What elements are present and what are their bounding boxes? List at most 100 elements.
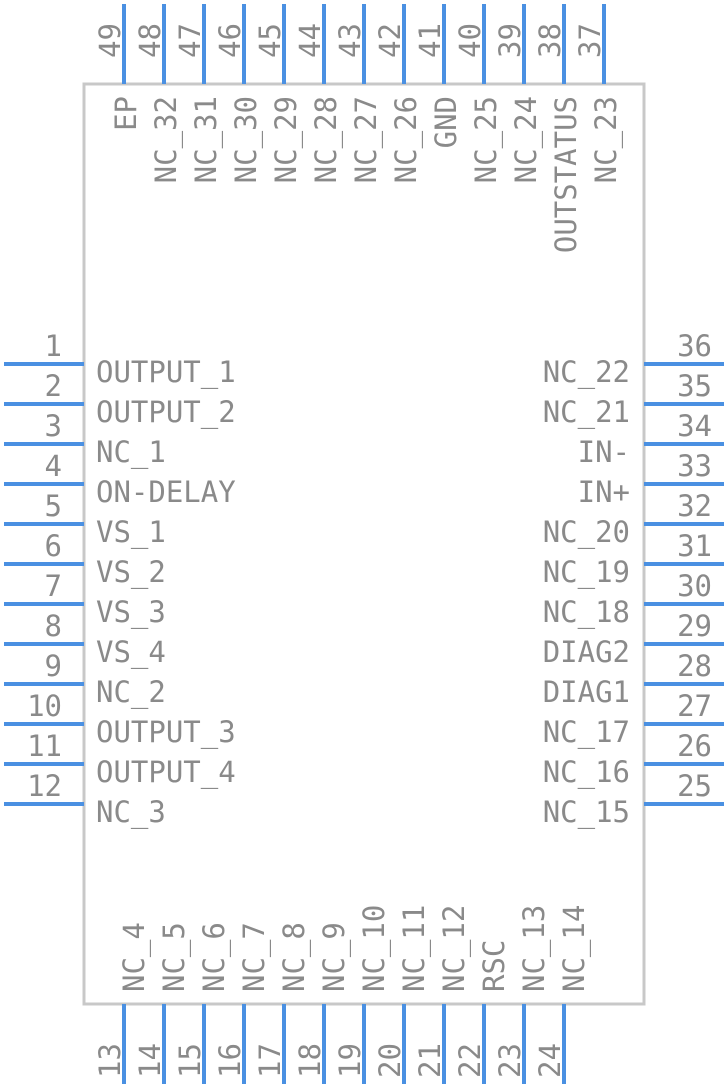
pin-number-14: 14 <box>133 1043 167 1078</box>
pin-number-31: 31 <box>677 529 712 563</box>
pin-number-49: 49 <box>93 23 127 58</box>
pin-number-21: 21 <box>413 1043 447 1078</box>
pin-label-26: NC_16 <box>543 755 630 790</box>
pin-number-43: 43 <box>333 23 367 58</box>
pin-label-28: DIAG1 <box>543 675 630 709</box>
pin-number-19: 19 <box>333 1043 367 1078</box>
pin-number-46: 46 <box>213 23 247 58</box>
pin-label-6: VS_2 <box>96 555 166 590</box>
pin-number-32: 32 <box>677 489 712 523</box>
pin-number-1: 1 <box>45 329 62 363</box>
pin-label-41: GND <box>429 96 463 148</box>
pin-label-20: NC_11 <box>397 905 432 992</box>
pin-number-17: 17 <box>253 1043 287 1078</box>
pin-number-18: 18 <box>293 1043 327 1078</box>
pin-number-9: 9 <box>45 649 62 683</box>
pin-label-22: RSC <box>477 940 511 992</box>
pin-label-44: NC_28 <box>309 96 344 183</box>
pin-label-46: NC_30 <box>229 96 264 183</box>
pin-number-34: 34 <box>677 409 712 443</box>
pin-label-5: VS_1 <box>96 515 166 550</box>
pin-label-42: NC_26 <box>389 96 424 183</box>
pin-label-9: NC_2 <box>96 675 166 710</box>
pin-label-43: NC_27 <box>349 96 384 183</box>
pin-label-35: NC_21 <box>543 395 630 430</box>
pin-label-4: ON-DELAY <box>96 475 236 509</box>
pin-number-41: 41 <box>413 23 447 58</box>
pin-label-30: NC_18 <box>543 595 630 630</box>
pin-number-27: 27 <box>677 689 712 723</box>
pin-label-36: NC_22 <box>543 355 630 390</box>
pin-number-12: 12 <box>27 769 62 803</box>
pin-number-40: 40 <box>453 23 487 58</box>
pin-number-4: 4 <box>45 449 62 483</box>
pin-number-2: 2 <box>45 369 62 403</box>
pin-number-16: 16 <box>213 1043 247 1078</box>
pin-label-37: NC_23 <box>589 96 624 183</box>
pin-number-47: 47 <box>173 23 207 58</box>
pin-number-6: 6 <box>45 529 62 563</box>
pin-number-5: 5 <box>45 489 62 523</box>
pin-number-13: 13 <box>93 1043 127 1078</box>
pin-number-48: 48 <box>133 23 167 58</box>
pin-label-16: NC_7 <box>237 922 272 992</box>
pin-number-20: 20 <box>373 1043 407 1078</box>
pin-label-14: NC_5 <box>157 922 192 992</box>
pin-number-11: 11 <box>27 729 62 763</box>
pin-number-29: 29 <box>677 609 712 643</box>
pin-label-2: OUTPUT_2 <box>96 395 236 430</box>
pin-number-28: 28 <box>677 649 712 683</box>
pin-label-33: IN+ <box>578 475 630 509</box>
pin-label-19: NC_10 <box>357 905 392 992</box>
pin-label-38: OUTSTATUS <box>549 96 583 253</box>
pin-number-42: 42 <box>373 23 407 58</box>
pin-label-21: NC_12 <box>437 905 472 992</box>
pin-label-31: NC_19 <box>543 555 630 590</box>
pin-number-25: 25 <box>677 769 712 803</box>
pin-label-48: NC_32 <box>149 96 184 183</box>
pin-number-7: 7 <box>45 569 62 603</box>
pin-label-7: VS_3 <box>96 595 166 630</box>
pin-number-30: 30 <box>677 569 712 603</box>
chip-body <box>82 82 646 1006</box>
pin-number-26: 26 <box>677 729 712 763</box>
pin-label-24: NC_14 <box>557 905 592 992</box>
pin-label-10: OUTPUT_3 <box>96 715 236 750</box>
pin-label-13: NC_4 <box>117 922 152 992</box>
pin-number-38: 38 <box>533 23 567 58</box>
pin-label-15: NC_6 <box>197 922 232 992</box>
pin-number-23: 23 <box>493 1043 527 1078</box>
pin-number-22: 22 <box>453 1043 487 1078</box>
pin-label-17: NC_8 <box>277 922 312 992</box>
pin-group: 1OUTPUT_12OUTPUT_23NC_14ON-DELAY5VS_16VS… <box>4 4 724 1084</box>
pin-label-39: NC_24 <box>509 96 544 183</box>
pin-number-24: 24 <box>533 1043 567 1078</box>
pin-label-11: OUTPUT_4 <box>96 755 236 790</box>
pin-label-29: DIAG2 <box>543 635 630 669</box>
pin-number-3: 3 <box>45 409 62 443</box>
pin-number-15: 15 <box>173 1043 207 1078</box>
pin-label-47: NC_31 <box>189 96 224 183</box>
pin-label-45: NC_29 <box>269 96 304 183</box>
pin-number-10: 10 <box>27 689 62 723</box>
pin-label-8: VS_4 <box>96 635 166 670</box>
pin-label-27: NC_17 <box>543 715 630 750</box>
pin-number-37: 37 <box>573 23 607 58</box>
pin-number-36: 36 <box>677 329 712 363</box>
pin-label-1: OUTPUT_1 <box>96 355 236 390</box>
pin-number-33: 33 <box>677 449 712 483</box>
pin-number-35: 35 <box>677 369 712 403</box>
pin-label-25: NC_15 <box>543 795 630 830</box>
pin-label-12: NC_3 <box>96 795 166 830</box>
pin-label-34: IN- <box>578 435 630 469</box>
pin-label-3: NC_1 <box>96 435 166 470</box>
pin-number-45: 45 <box>253 23 287 58</box>
pin-label-18: NC_9 <box>317 922 352 992</box>
pin-label-32: NC_20 <box>543 515 630 550</box>
pin-label-49: EP <box>109 96 143 131</box>
pin-number-8: 8 <box>45 609 62 643</box>
pin-label-23: NC_13 <box>517 905 552 992</box>
pin-label-40: NC_25 <box>469 96 504 183</box>
pin-number-44: 44 <box>293 23 327 58</box>
